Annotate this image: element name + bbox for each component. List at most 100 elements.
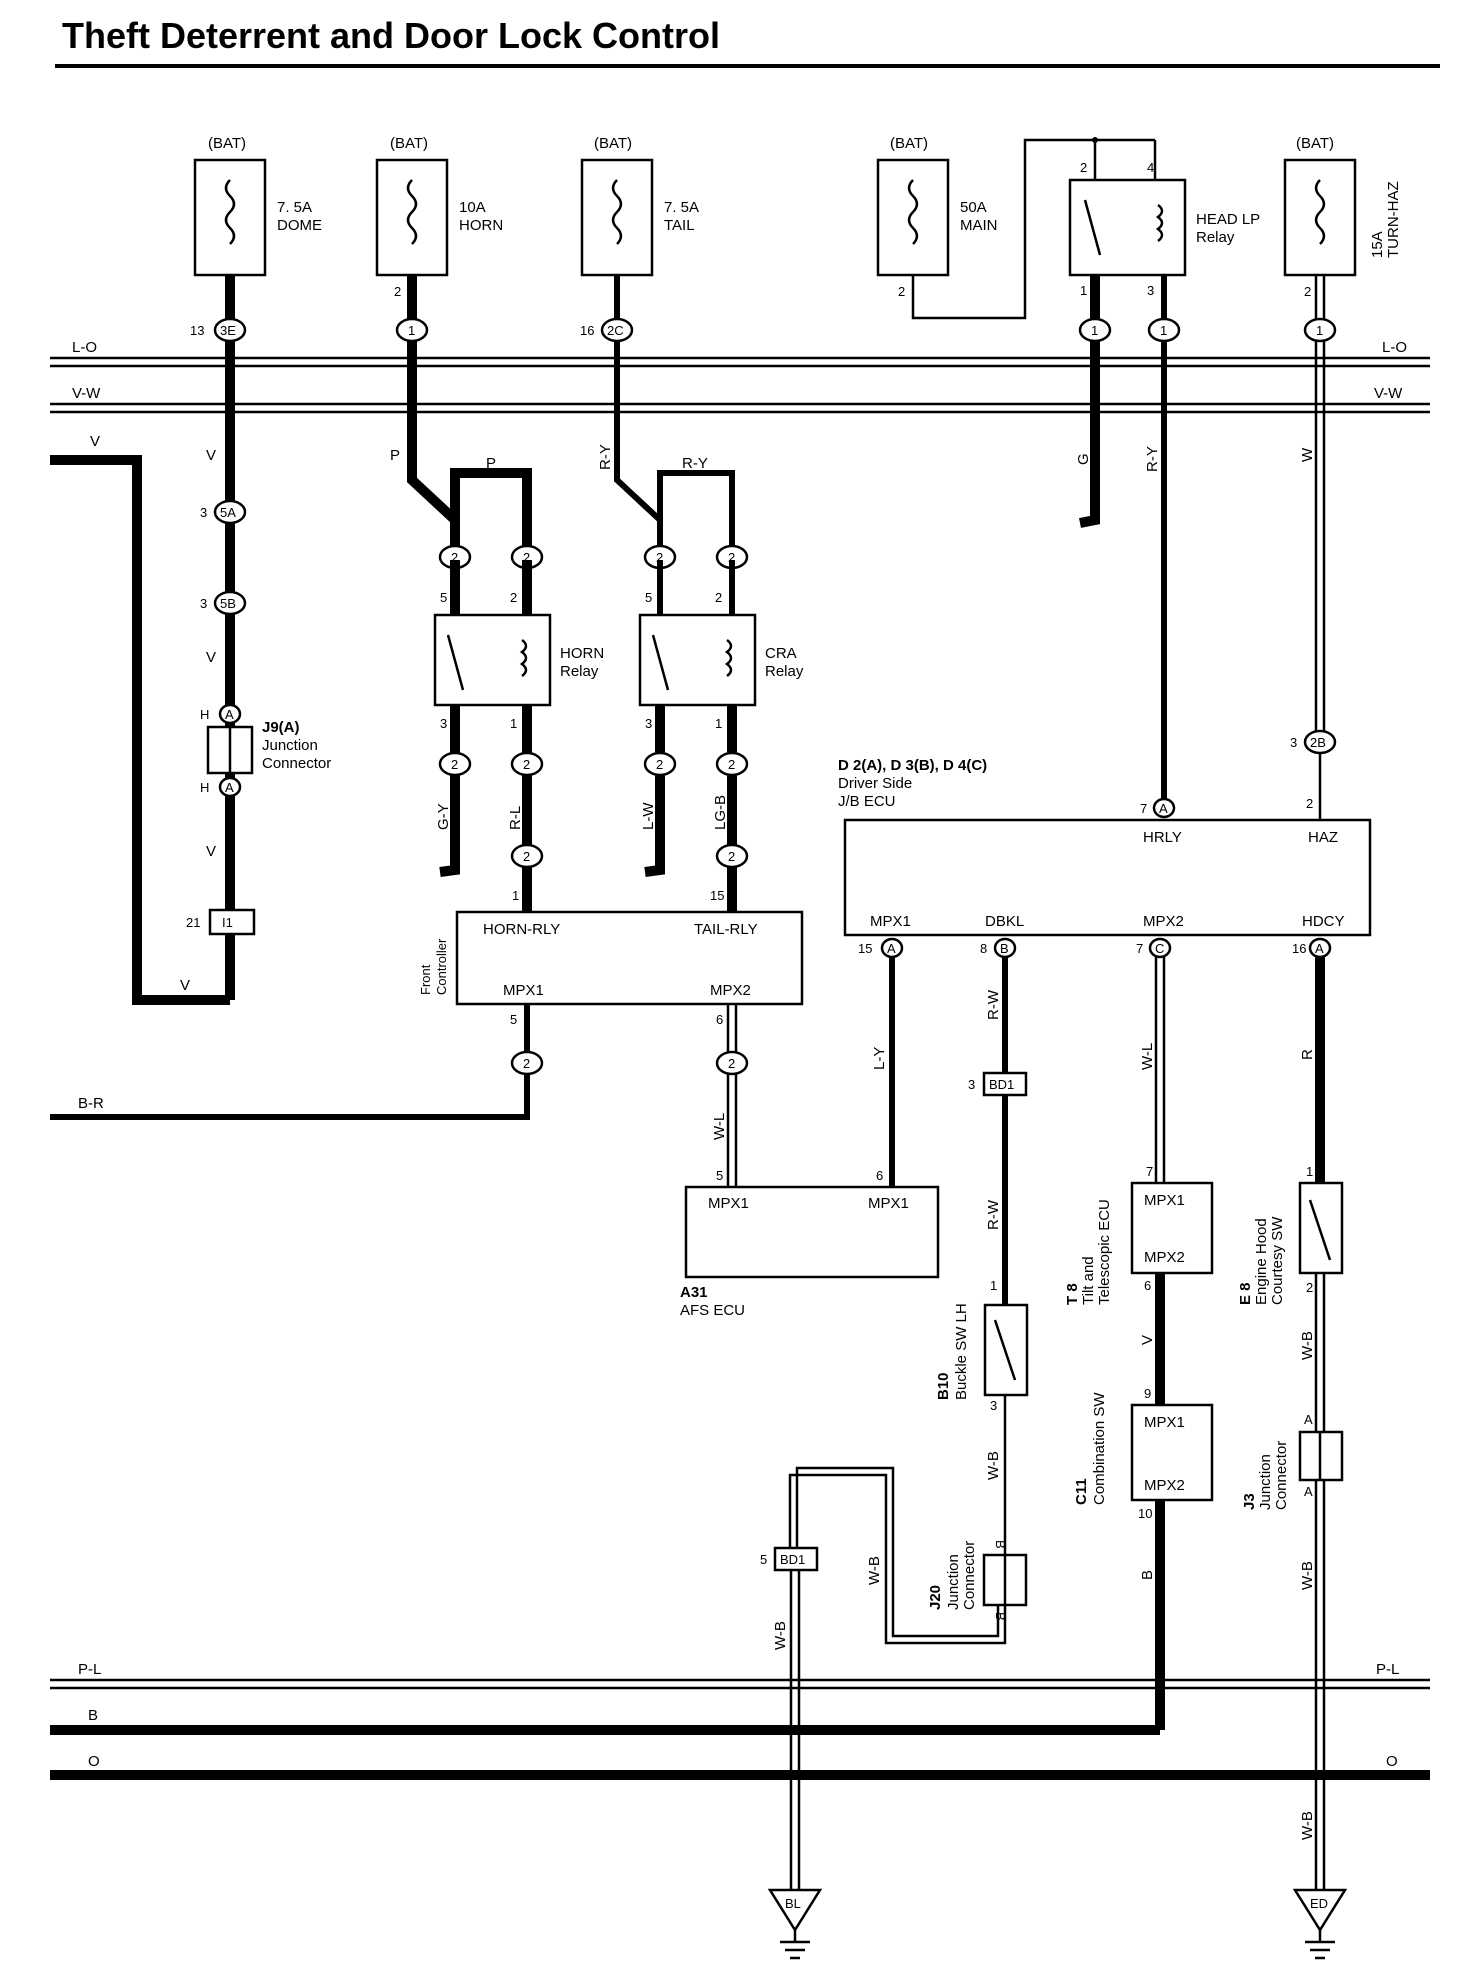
connector-2 [510,843,544,869]
fuse-tail [580,158,654,277]
bus-vw-label-right: V-W [1374,385,1403,402]
pin-label: 1 [715,716,722,731]
pin-label: 1 [512,888,519,903]
j3-line2: Connector [1273,1441,1290,1510]
connector-label: 2C [607,323,624,338]
j9-line2: Connector [262,755,331,772]
wire-color-rw: R-W [985,989,1002,1020]
wire-color-v: V [90,433,100,450]
hood-sw-line2: Courtesy SW [1269,1216,1286,1305]
connector-a [218,776,242,798]
jb-ecu-id: D 2(A), D 3(B), D 4(C) [838,757,987,774]
bus-pl-label-left: P-L [78,1661,101,1678]
jb-ecu-haz: HAZ [1308,829,1338,846]
g-wire [1079,275,1100,528]
connector-label: 1 [1091,323,1098,338]
jb-ecu-line1: Driver Side [838,775,912,792]
wire-color-v: V [206,447,216,464]
ground-bl-label: BL [785,1896,801,1911]
connector-label: A [225,780,234,795]
combo-sw-name: Combination SW [1091,1392,1108,1505]
connector-label: A [1159,801,1168,816]
tilt-ecu-id: T 8 [1064,1283,1081,1305]
pin-label: 6 [716,1012,723,1027]
j9-id: J9(A) [262,719,300,736]
buckle-sw-id: B10 [935,1372,952,1400]
connector-2c [600,317,634,343]
tilt-ecu [1130,1181,1214,1275]
jb-ecu-mpx2: MPX2 [1143,913,1184,930]
pin-label: 4 [1147,160,1154,175]
horn-relay-line1: HORN [560,645,604,662]
pin-label: 3 [200,596,207,611]
connector-label: 2 [728,849,735,864]
v-wire-left [50,455,230,1005]
pin-label: 5 [440,590,447,605]
connector-label: 2 [523,849,530,864]
connector-5b [213,590,247,616]
bat-label-turnhaz: (BAT) [1296,135,1334,152]
head-lp-relay-line2: Relay [1196,229,1235,246]
wire-color-b: B [1139,1570,1156,1580]
connector-i1 [208,908,256,936]
bl-ground-wire [789,1570,801,1890]
combo-sw [1130,1403,1214,1502]
connector-3e [213,317,247,343]
connector-2 [510,751,544,777]
bat-label-dome: (BAT) [208,135,246,152]
wire-color-p: P [390,447,400,464]
bus-vw [50,402,1430,414]
head-lp-relay [1068,140,1187,277]
pin-label: 9 [1144,1386,1151,1401]
tilt-ecu-line1: Tilt and [1080,1256,1097,1305]
wire-color-rw: R-W [985,1199,1002,1230]
fuse-turnhaz-amp: 15A [1369,231,1386,258]
jb-ecu-dbkl: DBKL [985,913,1024,930]
combo-sw-id: C11 [1073,1478,1090,1505]
pin-label: 2 [1306,1280,1313,1295]
horn-wire-p2 [450,468,532,560]
fuse-main-amp: 50A [960,199,987,216]
hood-sw [1298,1181,1344,1275]
pin-label: 10 [1138,1506,1152,1521]
tail-wire-ry [614,275,663,560]
pin-label: A [1304,1412,1313,1427]
bus-lo-label-right: L-O [1382,339,1407,356]
connector-label: A [1315,941,1324,956]
wl-wire-tilt [1154,957,1166,1183]
diagram-title: Theft Deterrent and Door Lock Control [62,15,720,56]
connector-1 [395,317,429,343]
connector-a [218,703,242,725]
bus-lo [50,356,1430,368]
front-controller-name1: Front [418,964,433,995]
afs-ecu-id: A31 [680,1284,708,1301]
pin-label: 1 [990,1278,997,1293]
pin-label: 5 [760,1552,767,1567]
wire-color-v: V [206,843,216,860]
bus-b-label: B [88,1707,98,1724]
pin-label: 3 [440,716,447,731]
connector-label: 2 [523,1056,530,1071]
pin-label: 3 [645,716,652,731]
j20-id: J20 [927,1585,944,1610]
fuse-horn-name: HORN [459,217,503,234]
pin-label: 2 [1080,160,1087,175]
horn-relay [433,613,552,707]
pin-label: 1 [510,716,517,731]
pin-label: 3 [990,1398,997,1413]
bus-lo-label-left: L-O [72,339,97,356]
connector-label: A [887,941,896,956]
afs-ecu-mpx1-b: MPX1 [868,1195,909,1212]
connector-a [880,937,904,959]
pin-label: A [1304,1484,1313,1499]
wire-color-br: B-R [78,1095,104,1112]
wire-color-wb: W-B [1299,1561,1316,1590]
wb-wire-hood [1314,1273,1326,1890]
j3-id: J3 [1241,1493,1258,1510]
front-controller-name2: Controller [434,938,449,995]
jb-ecu [843,818,1372,937]
jb-ecu-hrly: HRLY [1143,829,1182,846]
pin-label: 3 [968,1077,975,1092]
buckle-sw-name: Buckle SW LH [953,1303,970,1400]
wire-color-wb: W-B [772,1621,789,1650]
